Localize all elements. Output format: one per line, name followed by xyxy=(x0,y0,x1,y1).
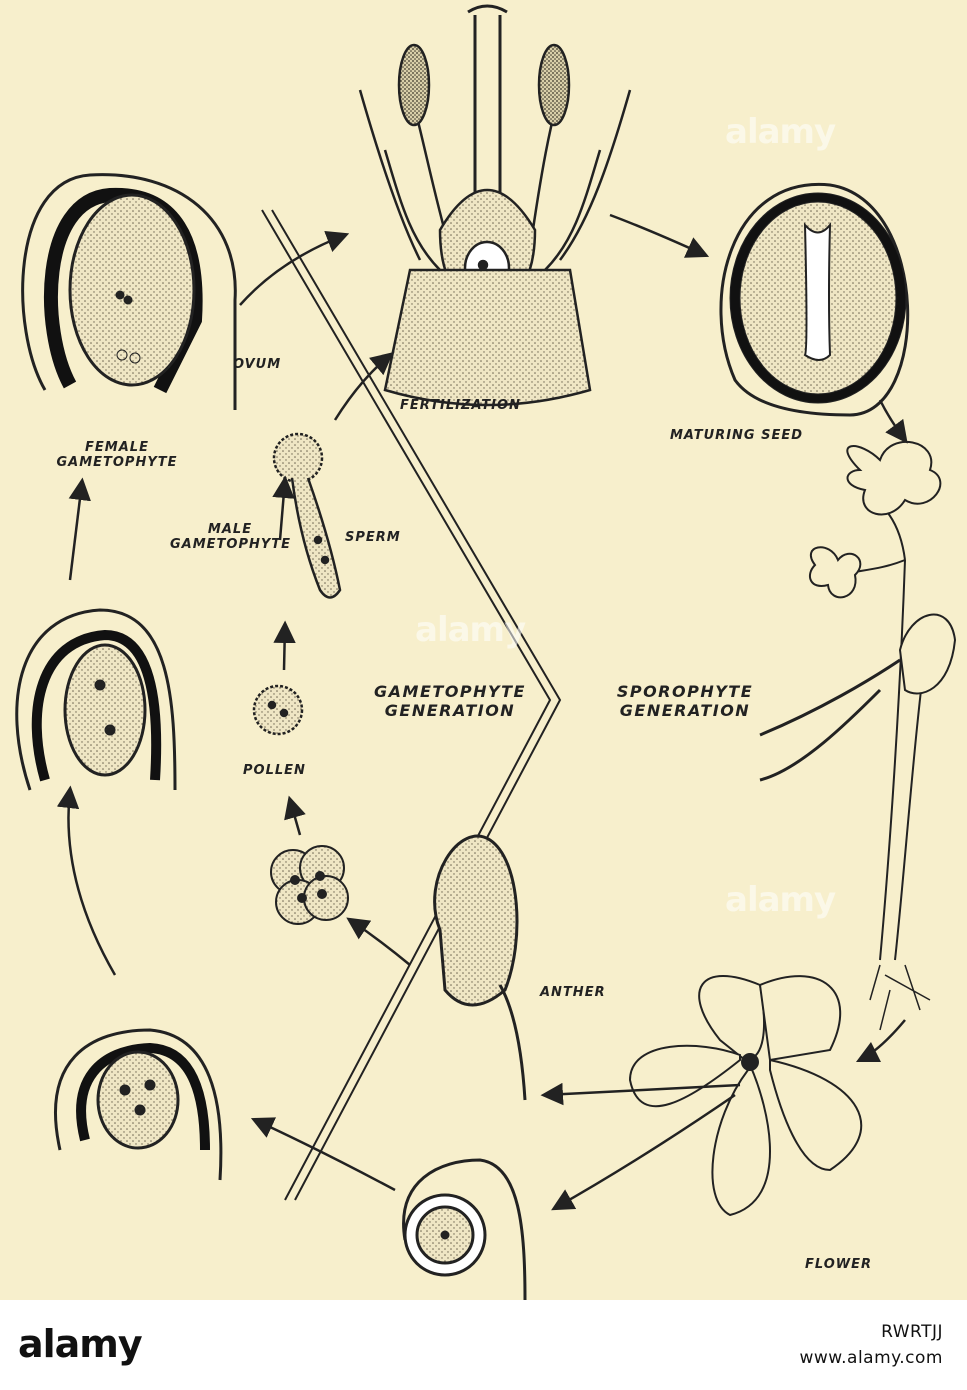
sporophyte-generation-line1: SPOROPHYTE xyxy=(590,682,780,701)
sporophyte-generation-label: SPOROPHYTE GENERATION xyxy=(590,682,780,720)
gametophyte-generation-line1: GAMETOPHYTE xyxy=(350,682,550,701)
female-gametophyte-ovule xyxy=(23,175,236,410)
maturing-seed xyxy=(721,184,908,415)
life-cycle-drawing xyxy=(0,0,967,1300)
watermark: alamy xyxy=(415,610,525,650)
image-id: RWRTJJ xyxy=(881,1322,943,1342)
footer-logo[interactable]: alamy xyxy=(18,1322,142,1366)
diagram-plate: OVUM FERTILIZATION MATURING SEED FEMALE … xyxy=(0,0,967,1300)
male-gametophyte-line2: GAMETOPHYTE xyxy=(170,537,290,552)
gametophyte-generation-label: GAMETOPHYTE GENERATION xyxy=(350,682,550,720)
maturing-seed-label: MATURING SEED xyxy=(670,428,803,443)
flower-label: FLOWER xyxy=(805,1257,872,1272)
sperm-label: SPERM xyxy=(345,530,401,545)
microspore-tetrad xyxy=(271,846,348,924)
anther-label: ANTHER xyxy=(540,985,606,1000)
female-gametophyte-line1: FEMALE xyxy=(42,440,192,455)
gametophyte-generation-line2: GENERATION xyxy=(350,701,550,720)
footer-bar: alamy RWRTJJ www.alamy.com xyxy=(0,1300,967,1390)
male-gametophyte-line1: MALE xyxy=(170,522,290,537)
ovum-label: OVUM xyxy=(233,357,281,372)
pollen-label: POLLEN xyxy=(243,763,306,778)
young-ovule xyxy=(404,1160,525,1300)
sporophyte-generation-line2: GENERATION xyxy=(590,701,780,720)
fertilization-label: FERTILIZATION xyxy=(400,398,521,413)
watermark: alamy xyxy=(725,880,835,920)
fertilization-pistil xyxy=(360,6,630,405)
megaspore-ovule xyxy=(17,610,175,790)
female-gametophyte-line2: GAMETOPHYTE xyxy=(42,455,192,470)
sporophyte-plant xyxy=(760,442,955,1030)
female-gametophyte-label: FEMALE GAMETOPHYTE xyxy=(42,440,192,470)
pollen-grain xyxy=(254,686,302,734)
male-gametophyte-label: MALE GAMETOPHYTE xyxy=(170,522,290,552)
anther xyxy=(435,836,525,1100)
flower xyxy=(630,976,861,1215)
male-gametophyte-pollen-tube xyxy=(274,434,340,598)
site-url[interactable]: www.alamy.com xyxy=(799,1348,943,1368)
megaspore-mother-ovule xyxy=(56,1030,221,1180)
watermark: alamy xyxy=(725,112,835,152)
